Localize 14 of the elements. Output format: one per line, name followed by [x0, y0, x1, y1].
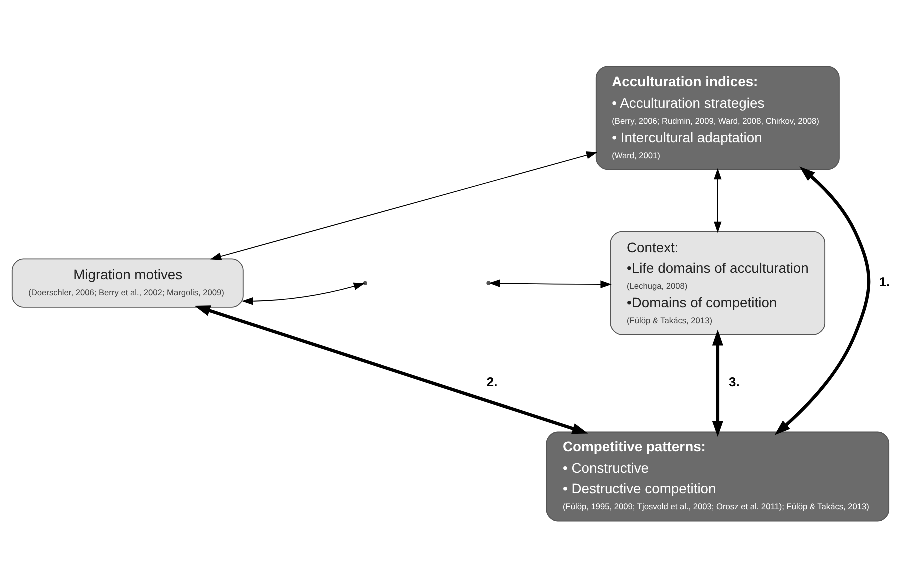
- edge-label: 2.: [486, 374, 498, 389]
- node-box: Acculturation indices: • Acculturation strategies (Berry, 2006; Rudmin, 2009, Ward, 2008, Chirkov, 2008) • Intercultural adaptation (Ward, 2001): [596, 66, 840, 170]
- arrow: [774, 166, 871, 435]
- arrow: [194, 305, 588, 434]
- node-box: Context: •Life domains of acculturation (Lechuga, 2008) •Domains of competition (Fülöp & Takács, 2013): [610, 230, 826, 335]
- edge-label: 1.: [879, 274, 890, 289]
- arrow: [242, 282, 366, 305]
- arrow: [712, 329, 724, 437]
- arrow: [489, 279, 612, 288]
- edge-label: 3.: [729, 374, 740, 389]
- node-box: Migration motives (Doerschler, 2006; Berry et al., 2002; Margolis, 2009): [12, 258, 244, 308]
- arrow: [210, 151, 598, 260]
- arrow: [714, 168, 722, 233]
- node-box: Competitive patterns: • Constructive • Destructive competition (Fülöp, 1995, 2009; Tjosvold et al., 2003; Orosz et al. 2011); Fülöp & Takács, 2013): [546, 431, 890, 522]
